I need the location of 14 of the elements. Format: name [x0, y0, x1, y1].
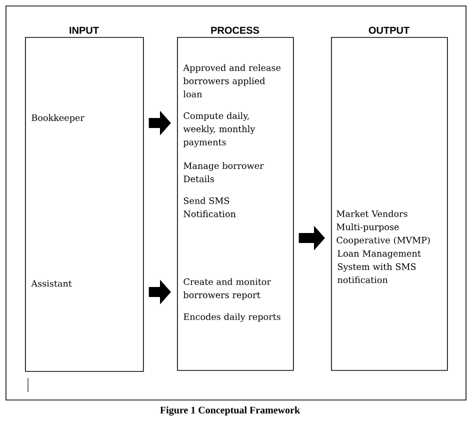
- step-text: Bookkeeper: [32, 114, 84, 123]
- figure-caption: Figure 1 Conceptual Framework: [160, 406, 300, 416]
- step-text: Assistant: [31, 280, 72, 287]
- step-text: Manage borrower Details: [184, 162, 264, 182]
- step-text: Approved and release borrowers applied loan: [183, 64, 280, 98]
- step-text: Encodes daily reports: [184, 313, 280, 322]
- column-heading: INPUT: [70, 26, 99, 34]
- column-heading: OUTPUT: [368, 26, 410, 34]
- step-text: Market Vendors Multi-purpose Cooperative (MVMP): [336, 210, 430, 246]
- step-text: Create and monitor borrowers report: [183, 278, 271, 300]
- step-text: Compute daily, weekly, monthly payments: [183, 112, 256, 148]
- step-text: Send SMS Notification: [184, 197, 236, 218]
- column-heading: PROCESS: [211, 26, 260, 34]
- step-text: Loan Management System with SMS notification: [338, 250, 421, 284]
